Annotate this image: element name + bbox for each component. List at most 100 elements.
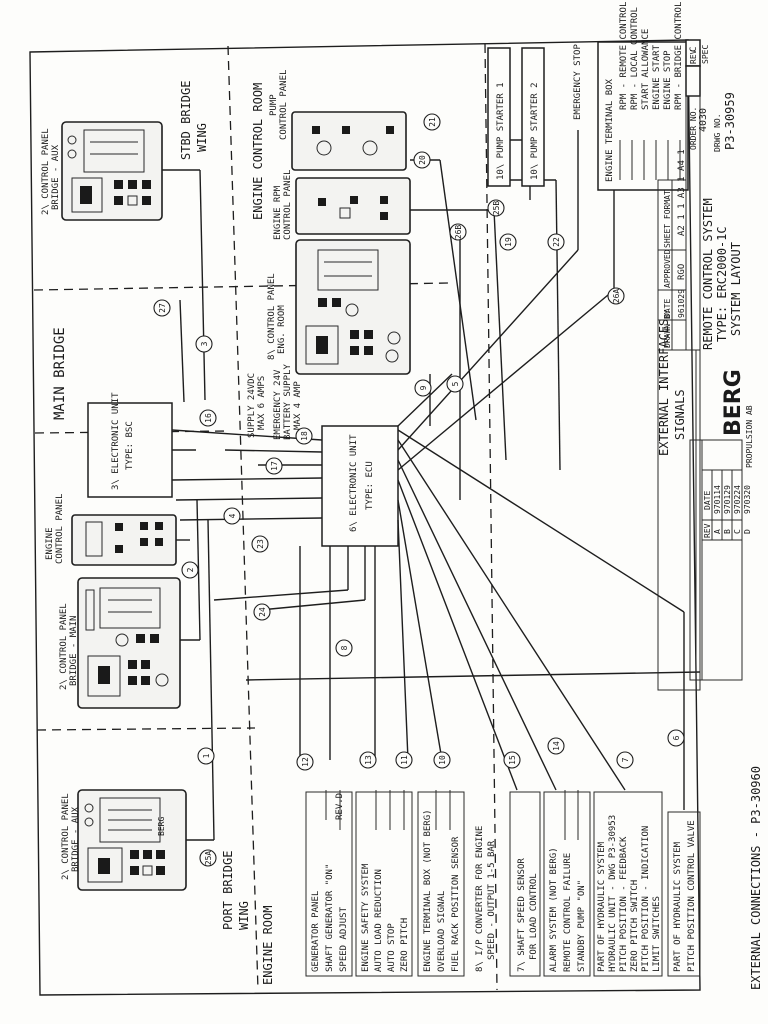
ecr-panel-label-2: ENG. ROOM xyxy=(277,305,287,354)
svg-text:8: 8 xyxy=(340,645,349,650)
engine-terminal-box xyxy=(597,41,689,191)
main-panel-label-1: 2\ CONTROL PANEL xyxy=(59,603,69,690)
terminal-box-title: ENGINE TERMINAL BOX xyxy=(605,78,615,182)
rev-row-b-date: 970129 xyxy=(723,485,732,514)
interface-engine-safety xyxy=(355,791,413,977)
port-aux-panel-label-2: BRIDGE - AUX xyxy=(71,806,81,872)
connection-bubble-25b: 25B xyxy=(487,199,505,217)
external-interfaces-label-2: SIGNALS xyxy=(673,389,687,440)
terminal-item-2: START ALLOWANCE xyxy=(641,29,651,110)
connection-bubble-15: 15 xyxy=(503,751,521,769)
svg-text:27: 27 xyxy=(158,303,167,313)
terminal-line-2: FUEL RACK POSITION SENSOR xyxy=(451,836,461,972)
alarm-line-2: STANDBY PUMP "ON" xyxy=(577,880,587,972)
hydraulic-line-5: LIMIT SWITCHES xyxy=(652,896,662,972)
hydraulic-line-0: PART OF HYDRAULIC SYSTEM xyxy=(597,841,607,972)
battery-label-3: MAX 4 AMP xyxy=(293,381,303,430)
terminal-line-1: OVERLOAD SIGNAL xyxy=(437,891,447,972)
terminal-item-4: ENGINE STOP xyxy=(663,50,673,110)
svg-text:15: 15 xyxy=(508,755,517,765)
shaft-speed-line-1: FOR LOAD CONTROL xyxy=(529,873,539,960)
hydraulic-line-2: PITCH POSITION - FEEDBACK xyxy=(619,836,629,972)
svg-text:23: 23 xyxy=(256,539,265,549)
wiring-lines xyxy=(162,130,685,841)
pump-control-panel xyxy=(291,111,407,171)
battery-label-1: EMERGENCY 24V xyxy=(273,369,283,440)
bsc-label-2: TYPE: BSC xyxy=(125,421,135,470)
emergency-stop-label: EMERGENCY STOP xyxy=(573,44,583,120)
zone-divider-ecr xyxy=(484,43,498,991)
drwg-no: P3-30959 xyxy=(723,92,737,150)
svg-text:26A: 26A xyxy=(612,289,621,304)
port-aux-panel-label-1: 2\ CONTROL PANEL xyxy=(61,793,71,880)
engine-panel-label-1: ENGINE xyxy=(45,527,55,560)
rev-row-a: A xyxy=(713,529,722,534)
rev-row-b: B xyxy=(723,529,732,534)
panel-brand-logo: BERG xyxy=(157,817,166,836)
zone-divider-bridge-engine xyxy=(227,45,259,991)
pump-panel-label-2: CONTROL PANEL xyxy=(279,70,289,140)
format-values: A2 1 1 A3 1 A4 1 xyxy=(677,149,687,236)
date-label: DATE xyxy=(663,299,672,318)
ecu-label-2: TYPE: ECU xyxy=(365,461,375,510)
connection-bubble-27: 27 xyxy=(153,299,171,317)
svg-text:17: 17 xyxy=(270,461,279,471)
connection-bubble-3: 3 xyxy=(195,335,213,353)
engine-control-room-label: ENGINE CONTROL ROOM xyxy=(251,83,265,220)
interface-engine-terminal-box xyxy=(417,791,465,977)
connection-bubble-11: 11 xyxy=(395,751,413,769)
svg-text:11: 11 xyxy=(400,755,409,765)
stbd-aux-control-panel xyxy=(61,121,163,221)
connection-bubble-25a: 25A xyxy=(199,849,217,867)
connection-bubble-13: 13 xyxy=(359,751,377,769)
order-no-label: ORDER NO. xyxy=(689,107,698,150)
propulsion-ab: PROPULSION AB xyxy=(745,405,754,468)
svg-text:7: 7 xyxy=(621,757,630,762)
terminal-item-5: RPM - BRIDGE CONTROL xyxy=(674,2,684,110)
rev-row-a-date: 970114 xyxy=(713,485,722,514)
pump-starter-2 xyxy=(521,47,545,187)
pump-panel-label-1: PUMP xyxy=(269,94,279,116)
svg-text:9: 9 xyxy=(419,385,428,390)
svg-text:4: 4 xyxy=(228,513,237,518)
zone-divider-main-port xyxy=(36,727,256,731)
drawing-border xyxy=(29,39,701,996)
engine-control-panel xyxy=(71,514,177,566)
converter-line-1: SPEED - OUTPUT 1-5 BAR xyxy=(487,840,497,960)
connection-bubble-20: 20 xyxy=(413,151,431,169)
svg-text:6: 6 xyxy=(672,735,681,740)
rev-date-header: DATE xyxy=(703,491,712,510)
terminal-item-1: RPM - LOCAL CONTROL xyxy=(630,7,640,110)
generator-line-2: SPEED ADJUST xyxy=(339,906,349,972)
rpm-panel-label-1: ENGINE RPM xyxy=(273,185,283,240)
rpm-panel-label-2: CONTROL PANEL xyxy=(283,170,293,240)
hydraulic-line-3: ZERO PITCH SWITCH xyxy=(630,880,640,972)
converter-line-0: 8\ I/P CONVERTER FOR ENGINE xyxy=(475,826,485,972)
spec-label: SPEC xyxy=(701,45,710,64)
safety-line-1: AUTO LOAD REDUCTION xyxy=(374,869,384,972)
alarm-line-1: REMOTE CONTROL FAILURE xyxy=(563,853,573,972)
engine-panel-label-2: CONTROL PANEL xyxy=(55,494,65,564)
rev-row-c: C xyxy=(733,529,742,534)
terminal-item-0: RPM - REMOTE CONTROL xyxy=(619,2,629,110)
port-aux-control-panel: BERG xyxy=(77,789,187,891)
alarm-line-0: ALARM SYSTEM (NOT BERG) xyxy=(549,847,559,972)
battery-label-2: BATTERY SUPPLY xyxy=(283,364,293,440)
drawn-by-label: DRAWN BY xyxy=(663,309,672,348)
connection-bubble-7: 7 xyxy=(616,751,634,769)
title-line-3: SYSTEM LAYOUT xyxy=(729,242,743,336)
interface-alarm-system xyxy=(543,791,591,977)
revision-table xyxy=(701,469,743,541)
ecu-label-1: 6\ ELECTRONIC UNIT xyxy=(349,434,359,532)
title-line-1: REMOTE CONTROL SYSTEM xyxy=(701,198,715,350)
title-line-2: TYPE: ERC2000-1C xyxy=(715,226,729,342)
supply-24vdc-label-2: MAX 6 AMPS xyxy=(257,376,267,430)
interface-arrows xyxy=(325,790,579,840)
svg-text:19: 19 xyxy=(504,237,513,247)
rev-value: C xyxy=(689,47,699,52)
connection-bubble-12: 12 xyxy=(296,753,314,771)
rev-label: REV xyxy=(689,49,698,64)
